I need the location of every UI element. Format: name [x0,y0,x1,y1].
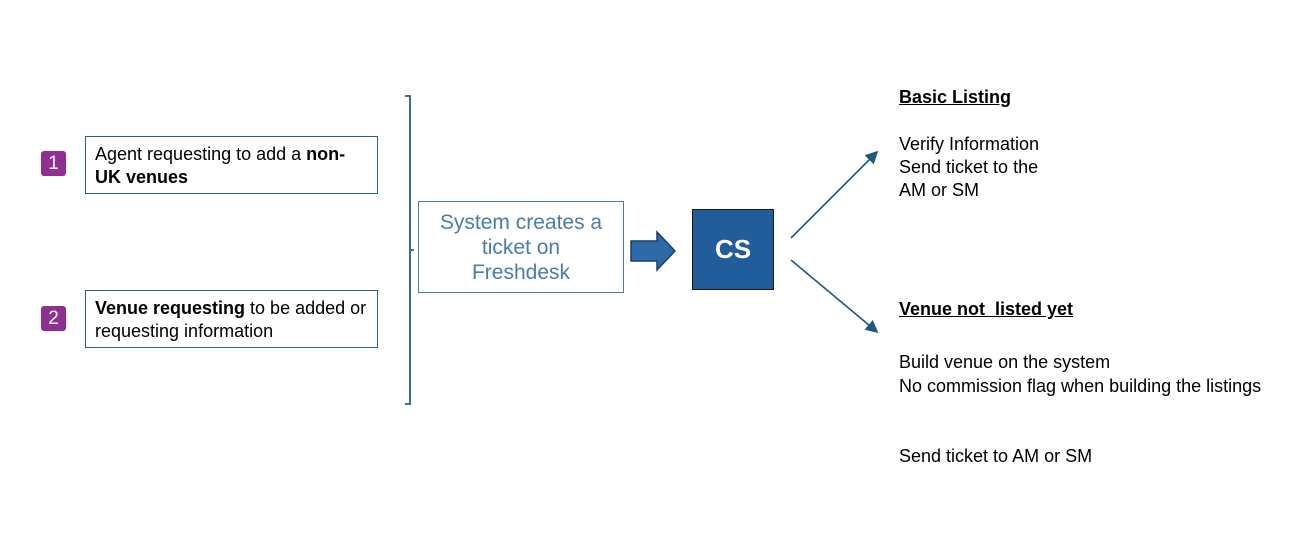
arrow-to-basic-listing [790,150,879,239]
basic-listing-line-1: Verify Information [899,134,1040,154]
agent-request-text: Agent requesting to add a [95,144,307,164]
basic-listing-line-3: AM or SM [899,180,980,200]
cs-box: CS [692,209,774,290]
venue-request-bold: Venue requesting [95,298,246,318]
grouping-bracket [405,95,414,405]
venue-not-listed-line-2: No commission flag when building the lis… [899,376,1262,396]
arrow-to-venue-not-listed [790,259,879,334]
block-arrow [630,230,677,272]
step-badge-1-number: 1 [48,153,59,174]
system-ticket-text: System creates a ticket on Freshdesk [439,210,603,284]
venue-not-listed-heading: Venue not listed yet [899,299,1074,319]
step-badge-1: 1 [41,151,66,176]
agent-request-box: Agent requesting to add a non-UK venues [85,136,378,194]
venue-request-text: to be added or requesting information [95,298,367,341]
agent-request-bold: non-UK venues [95,144,346,187]
system-ticket-box: System creates a ticket on Freshdesk [418,201,624,293]
venue-not-listed-final: Send ticket to AM or SM [899,446,1093,466]
basic-listing-heading: Basic Listing [899,87,1012,107]
basic-listing-line-2: Send ticket to the [899,157,1039,177]
venue-request-box: Venue requesting to be added or requesti… [85,290,378,348]
step-badge-2: 2 [41,306,66,331]
venue-not-listed-line-1: Build venue on the system [899,352,1111,372]
cs-label: CS [714,234,752,264]
step-badge-2-number: 2 [48,308,59,329]
